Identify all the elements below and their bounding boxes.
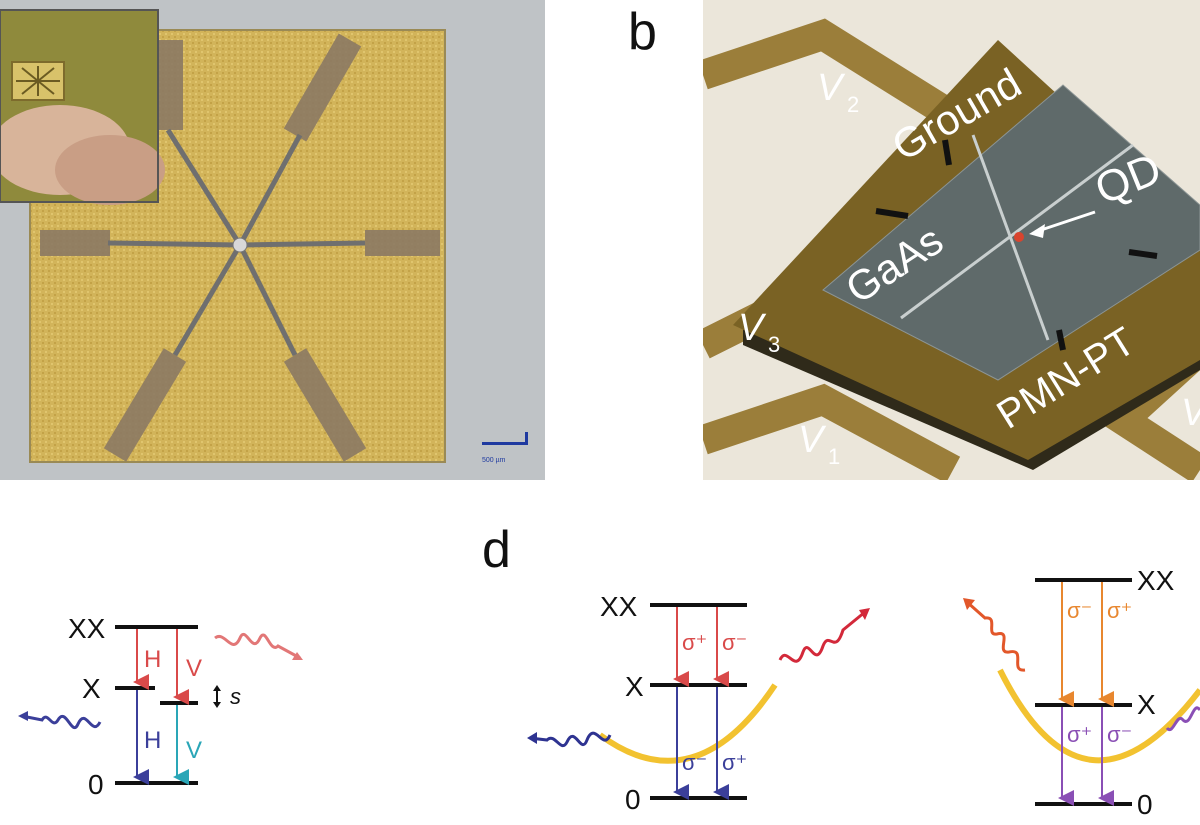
panel-label-b: b <box>628 3 657 61</box>
transition-v-bottom: V <box>186 737 202 764</box>
transition-dl-top-right: σ⁻ <box>722 630 747 655</box>
level-xx-dr: XX <box>1137 565 1175 596</box>
photon-blue-dl <box>529 731 612 748</box>
transition-h-top: H <box>144 646 161 673</box>
transition-dr-top-right: σ⁺ <box>1107 598 1132 623</box>
device-illustration: V 2 V 3 V 1 V Ground QD GaAs PMN-PT <box>696 0 1200 484</box>
label-v1-sub: 1 <box>828 444 840 469</box>
level-xx-dl: XX <box>600 591 638 622</box>
panel-a: 500 µm <box>0 0 545 480</box>
label-v1: V <box>798 419 827 461</box>
energy-diagram-d-left: XX X 0 σ⁺ σ⁻ σ⁻ σ⁺ <box>527 591 870 815</box>
entanglement-arc-left <box>598 683 778 764</box>
energy-diagram-d-right: XX X 0 σ⁻ σ⁺ σ⁺ σ⁻ <box>963 565 1200 820</box>
transition-dr-bottom-right: σ⁻ <box>1107 722 1132 747</box>
transition-h-bottom: H <box>144 727 161 754</box>
photon-orange-dr <box>966 600 1026 672</box>
panel-label-d: d <box>482 521 511 579</box>
label-v2-sub: 2 <box>847 92 859 117</box>
transition-v-top: V <box>186 655 202 682</box>
panel-c: XX X 0 H V H V s <box>0 560 330 820</box>
label-v3-sub: 3 <box>768 332 780 357</box>
panel-d-left: XX X 0 σ⁺ σ⁻ σ⁻ σ⁺ <box>525 560 895 820</box>
level-zero-dl: 0 <box>625 784 641 815</box>
photon-red-dl <box>778 610 866 663</box>
label-v3: V <box>738 307 767 349</box>
splitting-s: s <box>230 684 241 709</box>
transition-dl-bottom-left: σ⁻ <box>682 750 707 775</box>
level-zero-c: 0 <box>88 769 104 800</box>
level-x-dl: X <box>625 671 644 702</box>
scale-mark-text: 500 µm <box>482 457 506 464</box>
entanglement-arc-right <box>997 668 1200 764</box>
photon-purple-dr <box>1165 706 1200 732</box>
level-x-c: X <box>82 673 101 704</box>
label-v4: V <box>1181 392 1200 434</box>
level-x-dr: X <box>1137 689 1156 720</box>
transition-dl-bottom-right: σ⁺ <box>722 750 747 775</box>
transition-dr-top-left: σ⁻ <box>1067 598 1092 623</box>
label-v2: V <box>817 67 846 109</box>
photon-red-c <box>214 632 301 660</box>
level-xx-c: XX <box>68 613 106 644</box>
photon-blue-c <box>21 714 102 729</box>
device-micrograph: 500 µm <box>0 0 545 480</box>
transition-dr-bottom-left: σ⁺ <box>1067 722 1092 747</box>
energy-diagram-c: XX X 0 H V H V s <box>18 613 303 800</box>
transition-dl-top-left: σ⁺ <box>682 630 707 655</box>
panel-b: V 2 V 3 V 1 V Ground QD GaAs PMN-PT <box>696 0 1200 484</box>
panel-d-right: XX X 0 σ⁻ σ⁺ σ⁺ σ⁻ <box>905 560 1200 820</box>
level-zero-dr: 0 <box>1137 789 1153 820</box>
